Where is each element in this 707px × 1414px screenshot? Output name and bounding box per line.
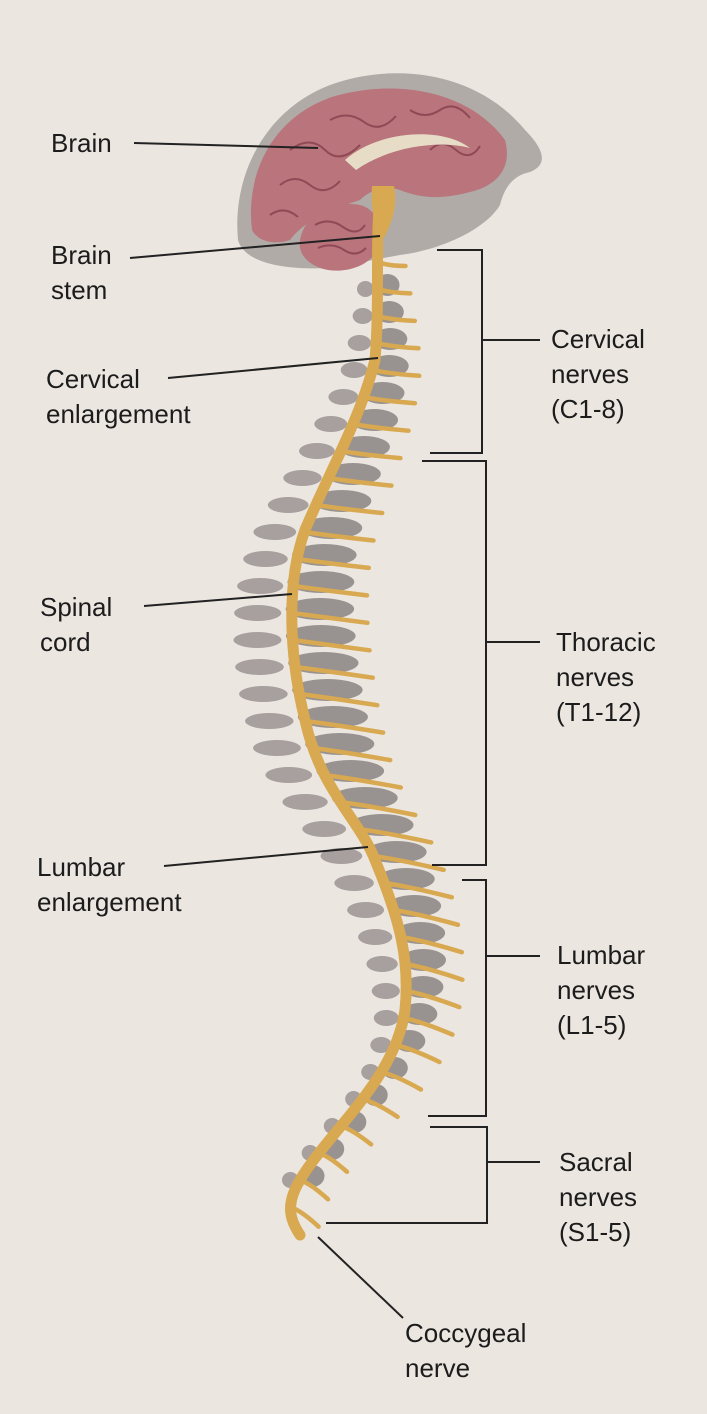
label-brain: Brain — [51, 128, 112, 158]
label-spinal-cord: Spinal cord — [40, 592, 113, 657]
brain-stem-drawing — [371, 186, 396, 238]
bracket-lumbar — [428, 879, 487, 1117]
vertebra-process — [334, 875, 374, 891]
vertebra-process — [357, 281, 374, 297]
vertebra-process — [328, 389, 359, 405]
bracket-thoracic — [422, 460, 487, 866]
vertebra-process — [314, 416, 348, 432]
label-brain-stem: Brain stem — [51, 240, 112, 305]
vertebra-process — [265, 767, 313, 783]
label-sacral-nerves: Sacral nerves (S1-5) — [559, 1147, 638, 1247]
leader-lines — [129, 142, 404, 1319]
vertebra-process — [302, 821, 347, 837]
vertebra-process — [366, 956, 398, 972]
vertebra-process — [233, 632, 282, 648]
vertebra-process — [340, 362, 368, 378]
label-cervical-enlargement: Cervical enlargement — [46, 364, 191, 429]
vertebra-process — [352, 308, 373, 324]
label-coccygeal-nerve: Coccygeal nerve — [405, 1318, 527, 1383]
bracket-sacral — [326, 1126, 488, 1224]
spinal-nerve-branch — [290, 583, 370, 598]
vertebra-process — [253, 524, 297, 540]
label-cervical-nerves: Cervical nerves (C1-8) — [551, 324, 645, 424]
vertebra-process — [347, 335, 372, 351]
vertebra-process — [235, 659, 284, 675]
vertebra-process — [243, 551, 288, 567]
spinal-cord-drawing — [285, 189, 412, 1241]
vertebra-process — [299, 443, 335, 459]
vertebra-process — [370, 1037, 392, 1053]
spinal-nerve-branch — [290, 637, 372, 653]
vertebra-process — [358, 929, 393, 945]
brain-cerebrum — [251, 88, 507, 243]
spinal-nerve-branch — [297, 691, 380, 708]
bracket-cervical — [430, 249, 483, 454]
vertebra-process — [371, 983, 400, 999]
vertebra-process — [245, 713, 294, 729]
label-thoracic-nerves: Thoracic nerves (T1-12) — [556, 627, 656, 727]
spinal-nerve-branch — [289, 610, 370, 626]
spinal-nerve-branch — [292, 664, 376, 680]
vertebra-process — [373, 1010, 399, 1026]
spinal-nerve-branch — [302, 718, 386, 735]
vertebra-process — [282, 794, 328, 810]
brain-folds — [269, 105, 481, 255]
nerve-group-brackets — [326, 249, 540, 1224]
label-lumbar-enlargement: Lumbar enlargement — [37, 852, 182, 917]
label-lumbar-nerves: Lumbar nerves (L1-5) — [557, 940, 646, 1040]
vertebra-process — [320, 848, 363, 864]
corpus-callosum — [345, 134, 470, 170]
vertebra-process — [267, 497, 309, 513]
vertebra-process — [239, 686, 288, 702]
vertebra-process — [347, 902, 385, 918]
brain-cerebellum — [299, 203, 380, 271]
vertebra-process — [237, 578, 284, 594]
vertebra-process — [234, 605, 282, 621]
vertebra-process — [253, 740, 301, 756]
vertebra-process — [283, 470, 322, 486]
spinal-nerve-branch — [294, 556, 372, 571]
